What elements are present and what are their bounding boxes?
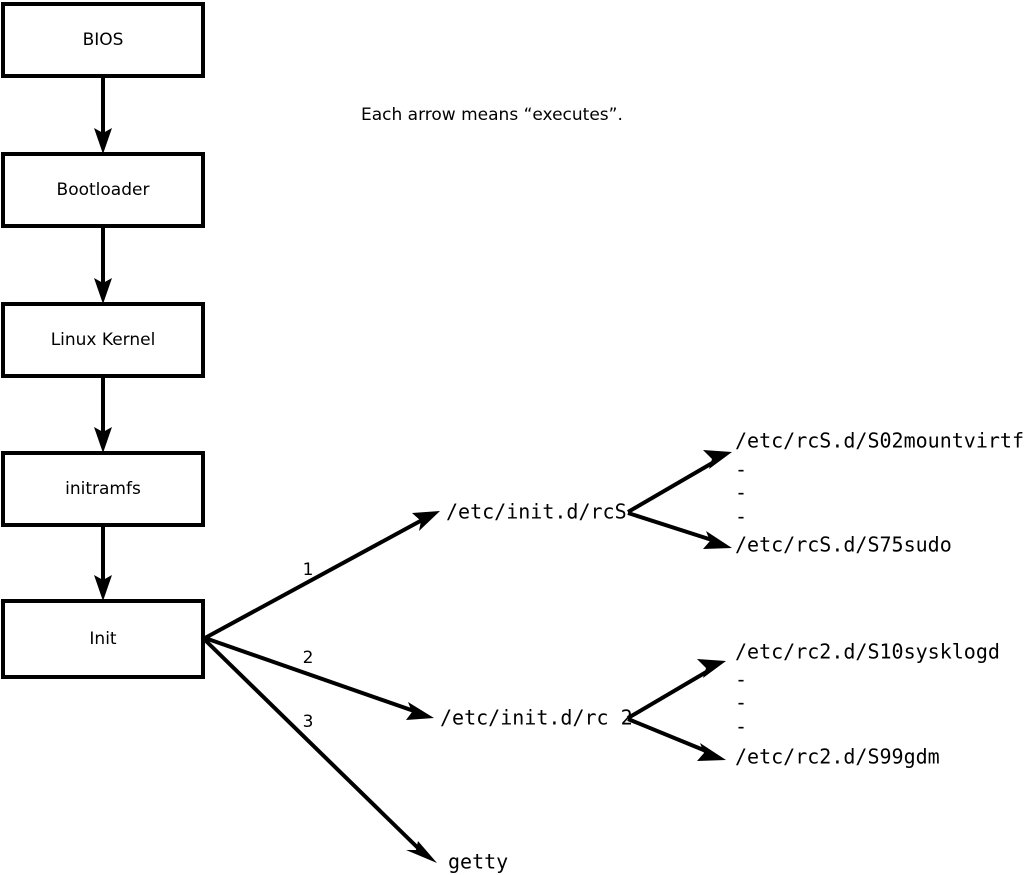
arrow-head-icon: [412, 511, 440, 531]
node-bootloader[interactable]: Bootloader: [1, 152, 205, 228]
arrow-head-icon: [703, 531, 732, 549]
node-init[interactable]: Init: [1, 599, 205, 679]
edge-number-1: 1: [303, 560, 314, 580]
edge-number-2: 2: [303, 648, 314, 668]
node-bios-label: BIOS: [83, 30, 124, 50]
arrow-head-icon: [697, 659, 726, 678]
target-label-rcs[interactable]: /etc/init.d/rcS: [446, 500, 627, 524]
arrow-head-icon: [94, 278, 112, 304]
node-initramfs-label: initramfs: [65, 479, 141, 499]
arrow-head-icon: [94, 427, 112, 453]
node-kernel-label: Linux Kernel: [51, 330, 156, 350]
branch-rcs-last-label[interactable]: /etc/rcS.d/S75sudo: [735, 533, 952, 557]
branch-rcs-ellipsis-3: -: [735, 505, 747, 529]
edge-init-3: 3: [203, 638, 437, 863]
edge-number-3: 3: [303, 712, 314, 732]
edge-bootloader-to-kernel: [94, 226, 112, 304]
node-initramfs[interactable]: initramfs: [1, 451, 205, 527]
branch-rc2-ellipsis-3: -: [735, 715, 747, 739]
arrow-head-icon: [697, 743, 726, 761]
branch-rc2: /etc/rc2.d/S10sysklogd - - - /etc/rc2.d/…: [626, 640, 1000, 769]
node-bios[interactable]: BIOS: [1, 2, 205, 78]
edge-init-2: 2: [204, 636, 434, 720]
branch-rcs-first-label[interactable]: /etc/rcS.d/S02mountvirtfs: [735, 429, 1024, 453]
legend-note: Each arrow means “executes”.: [361, 105, 623, 125]
edge-initramfs-to-init: [94, 525, 112, 601]
node-kernel[interactable]: Linux Kernel: [1, 302, 205, 378]
arrow-head-icon: [406, 841, 437, 863]
target-label-getty[interactable]: getty: [448, 850, 508, 874]
branch-rc2-ellipsis-1: -: [735, 668, 747, 692]
branch-rcs-ellipsis-2: -: [735, 481, 747, 505]
node-bootloader-label: Bootloader: [57, 180, 150, 200]
node-bios-box: [1, 2, 205, 78]
edge-kernel-to-initramfs: [94, 376, 112, 453]
branch-rc2-ellipsis-2: -: [735, 691, 747, 715]
branch-rc2-last-label[interactable]: /etc/rc2.d/S99gdm: [735, 745, 940, 769]
branch-rcs-ellipsis-1: -: [735, 458, 747, 482]
branch-rc2-first-label[interactable]: /etc/rc2.d/S10sysklogd: [735, 640, 1000, 664]
target-label-rc2[interactable]: /etc/init.d/rc 2: [440, 706, 633, 730]
edge-init-1: 1: [204, 511, 440, 640]
node-initramfs-box: [1, 451, 205, 527]
branch-rcs: /etc/rcS.d/S02mountvirtfs - - - /etc/rcS…: [626, 429, 1024, 557]
arrow-head-icon: [406, 702, 434, 720]
node-init-label: Init: [89, 629, 117, 649]
edge-bios-to-bootloader: [94, 76, 112, 154]
arrow-head-icon: [94, 575, 112, 601]
arrow-head-icon: [703, 450, 732, 469]
arrow-head-icon: [94, 128, 112, 154]
